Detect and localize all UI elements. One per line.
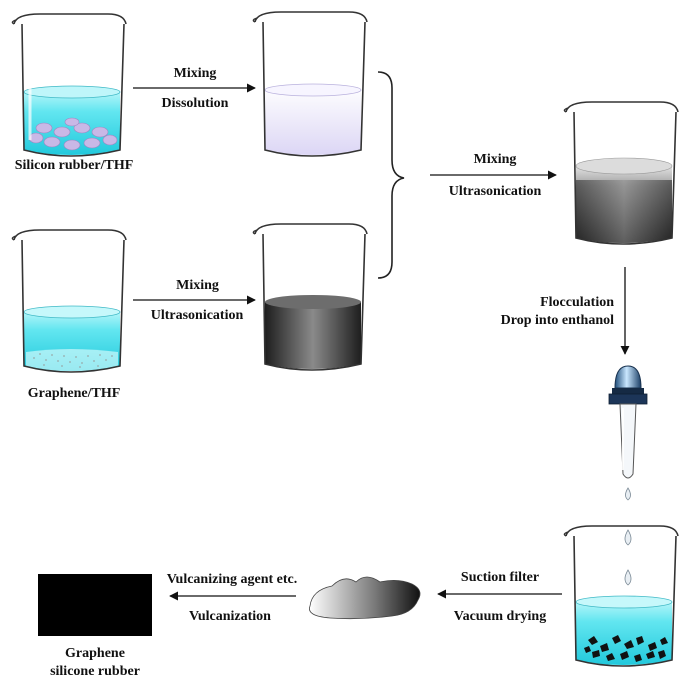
dropper — [608, 365, 648, 479]
label-product-line1: Graphene — [65, 646, 125, 661]
step-mixing-middle: Mixing — [473, 152, 517, 167]
flocculated-particles — [584, 635, 668, 662]
step-flocculation: Flocculation — [540, 295, 614, 310]
step-drop-into-ethanol: Drop into enthanol — [500, 313, 614, 328]
step-ultrasonication-middle: Ultrasonication — [448, 184, 542, 199]
step-mixing-bottom: Mixing — [176, 278, 219, 293]
beaker-flocculation — [563, 525, 679, 667]
beaker-mixed — [563, 101, 679, 245]
label-graphene: Graphene/THF — [27, 386, 121, 401]
merge-brace — [377, 71, 405, 279]
step-ultrasonication-bottom: Ultrasonication — [150, 308, 244, 323]
dried-composite-blob — [309, 576, 421, 620]
step-vulcanizing-agent: Vulcanizing agent etc. — [166, 572, 298, 587]
beaker-silicon-rubber — [11, 13, 127, 157]
product-block — [38, 574, 152, 636]
label-silicon-rubber: Silicon rubber/THF — [14, 158, 134, 173]
step-suction-filter: Suction filter — [460, 570, 540, 585]
droplets — [624, 487, 632, 586]
rubber-particles — [28, 117, 118, 151]
beaker-dissolved — [252, 11, 368, 157]
step-vacuum-drying: Vacuum drying — [453, 609, 547, 624]
label-product-line2: silicone rubber — [50, 664, 140, 679]
step-mixing-top: Mixing — [173, 66, 217, 81]
step-vulcanization: Vulcanization — [189, 609, 271, 624]
step-dissolution: Dissolution — [161, 96, 229, 111]
beaker-graphene — [11, 229, 127, 373]
beaker-graphene-dispersed — [252, 223, 368, 371]
graphene-particles — [33, 353, 113, 368]
